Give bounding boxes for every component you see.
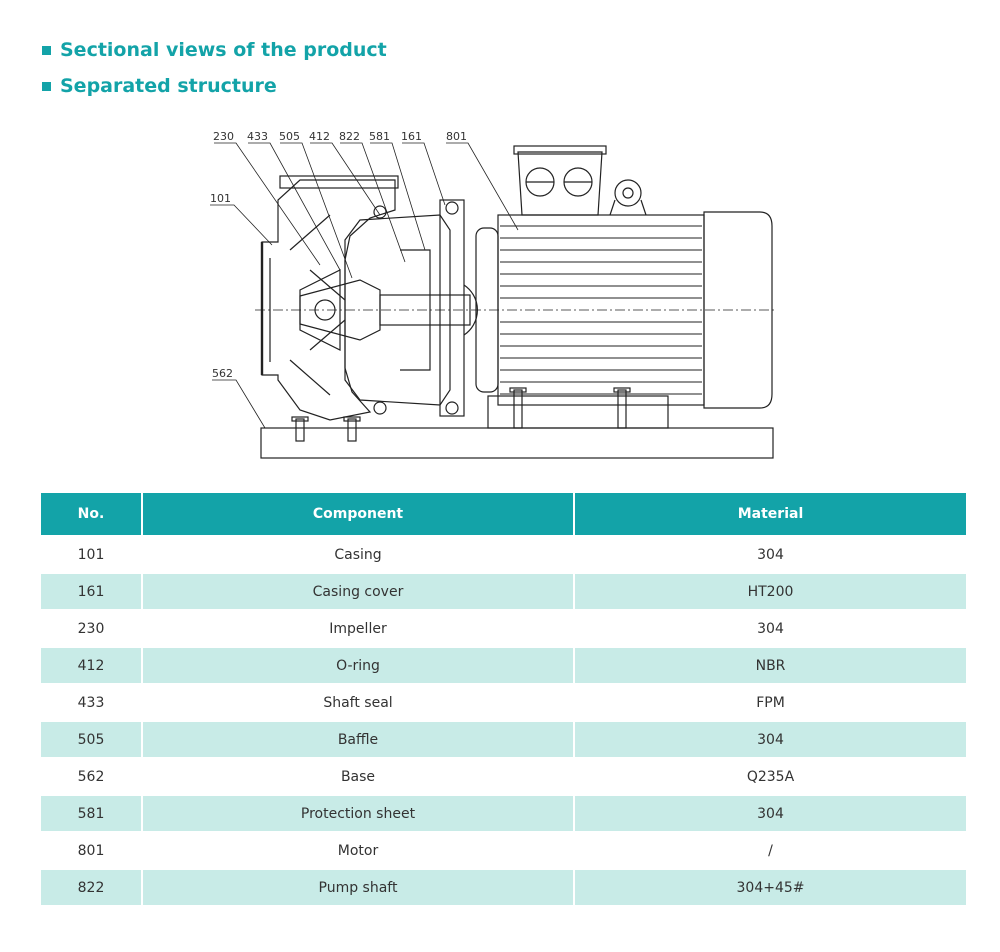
base-bolts: [291, 387, 631, 442]
cooling-fins: [500, 225, 702, 395]
callout-230: 230: [213, 130, 234, 143]
cell-material: 304: [574, 535, 966, 573]
cell-material: Q235A: [574, 757, 966, 795]
cell-component: Impeller: [142, 609, 575, 647]
base-plate: [260, 427, 774, 459]
callout-101: 101: [210, 192, 231, 205]
casing-cover: [344, 199, 465, 417]
column-header-material: Material: [574, 493, 966, 536]
cell-component: Casing cover: [142, 572, 575, 610]
table-row: 822 Pump shaft 304+45#: [41, 868, 966, 905]
cell-component: Shaft seal: [142, 683, 575, 721]
table-row: 562 Base Q235A: [41, 757, 966, 795]
cell-material: HT200: [574, 572, 966, 610]
table-row: 433 Shaft seal FPM: [41, 683, 966, 721]
cell-no: 230: [41, 609, 143, 647]
motor: [475, 145, 773, 409]
leader-lines: [210, 142, 519, 429]
cell-component: O-ring: [142, 646, 575, 684]
column-header-component: Component: [142, 493, 575, 536]
cell-material: 304: [574, 720, 966, 758]
square-bullet-icon: [42, 81, 51, 91]
motor-support: [487, 395, 669, 429]
square-bullet-icon: [42, 45, 51, 55]
callout-581: 581: [369, 130, 390, 143]
cell-component: Casing: [142, 535, 575, 573]
table-row: 230 Impeller 304: [41, 609, 966, 647]
cell-no: 581: [41, 794, 143, 832]
table-row: 801 Motor /: [41, 831, 966, 869]
cell-no: 161: [41, 572, 143, 610]
pump-casing: [260, 175, 399, 421]
table-row: 581 Protection sheet 304: [41, 794, 966, 832]
cell-no: 822: [41, 868, 143, 905]
cell-material: 304: [574, 794, 966, 832]
table-row: 161 Casing cover HT200: [41, 572, 966, 610]
cell-no: 801: [41, 831, 143, 869]
callout-433: 433: [247, 130, 268, 143]
table-row: 101 Casing 304: [41, 535, 966, 573]
column-header-no: No.: [41, 493, 143, 536]
cell-component: Base: [142, 757, 575, 795]
cell-material: 304: [574, 609, 966, 647]
callout-562: 562: [212, 367, 233, 380]
section-heading-separated-structure: Separated structure: [42, 75, 277, 97]
callout-801: 801: [446, 130, 467, 143]
cell-no: 505: [41, 720, 143, 758]
callout-505: 505: [279, 130, 300, 143]
callout-412: 412: [309, 130, 330, 143]
cell-material: /: [574, 831, 966, 869]
parts-table: No. Component Material 101 Casing 304 16…: [41, 493, 966, 905]
cell-no: 412: [41, 646, 143, 684]
cell-component: Protection sheet: [142, 794, 575, 832]
heading-text: Sectional views of the product: [60, 39, 387, 61]
heading-text: Separated structure: [60, 75, 277, 97]
pump-sectional-drawing: 230 433 505 412 822 581 161 801 101 562: [210, 130, 775, 459]
cell-no: 562: [41, 757, 143, 795]
table-header-row: No. Component Material: [41, 493, 966, 536]
cell-material: NBR: [574, 646, 966, 684]
section-heading-sectional-views: Sectional views of the product: [42, 39, 387, 61]
callout-numbers: 230 433 505 412 822 581 161 801 101 562: [210, 130, 467, 380]
table-row: 412 O-ring NBR: [41, 646, 966, 684]
cell-material: 304+45#: [574, 868, 966, 905]
cell-no: 433: [41, 683, 143, 721]
cell-component: Motor: [142, 831, 575, 869]
cell-material: FPM: [574, 683, 966, 721]
table-row: 505 Baffle 304: [41, 720, 966, 758]
cell-component: Pump shaft: [142, 868, 575, 905]
cell-component: Baffle: [142, 720, 575, 758]
callout-161: 161: [401, 130, 422, 143]
cell-no: 101: [41, 535, 143, 573]
callout-822: 822: [339, 130, 360, 143]
